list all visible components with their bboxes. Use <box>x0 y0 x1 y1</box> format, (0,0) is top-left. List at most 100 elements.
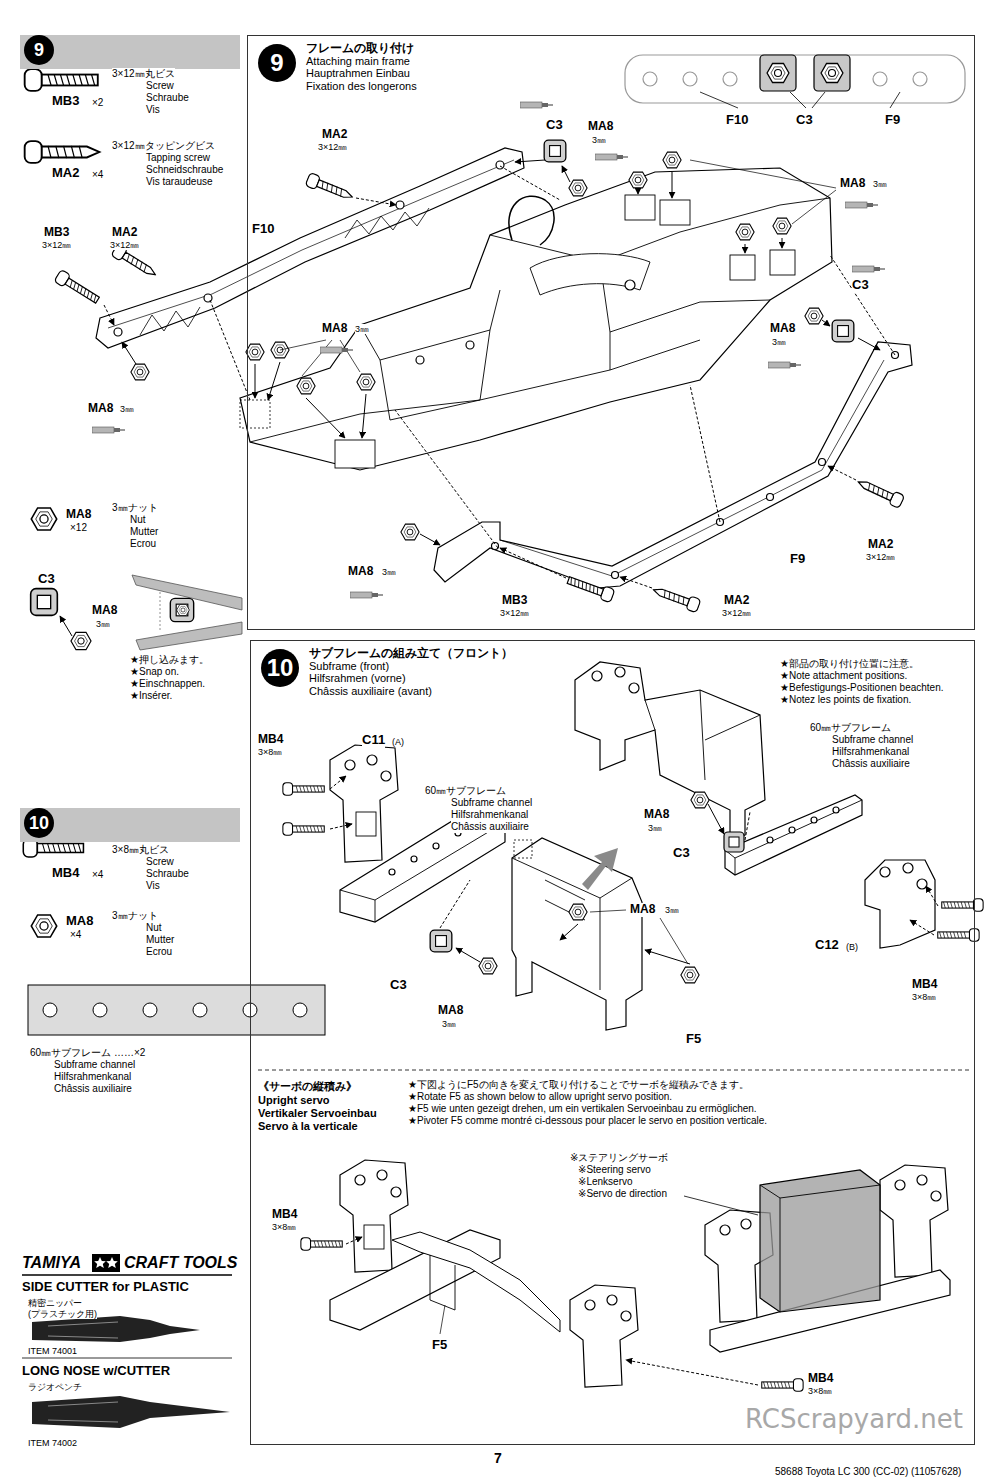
part-code: MB3 <box>44 226 69 240</box>
fastener-icons <box>828 466 856 480</box>
subframe-figure <box>931 1191 941 1201</box>
fastener-icons <box>762 1379 803 1391</box>
part-code: MB4 <box>808 1372 833 1386</box>
pliers-figure <box>160 592 161 632</box>
note-text: ITEM 74001 <box>28 1346 77 1356</box>
part-code: F5 <box>432 1338 447 1353</box>
note-text: Servo à la verticale <box>258 1120 358 1133</box>
subframe-figure <box>880 867 890 877</box>
thread-lock-icons <box>350 592 383 598</box>
part-code: MA8 <box>840 177 865 191</box>
fastener-icons <box>302 340 332 376</box>
fastener-icons <box>691 792 709 808</box>
subframe-figure <box>811 817 817 823</box>
fastener-icons <box>268 362 280 400</box>
dimension: 3㎜ <box>873 179 887 189</box>
main-frame-figure <box>821 64 843 83</box>
note-text: Vis <box>146 880 160 892</box>
fastener-icons <box>620 577 652 588</box>
dimension: 3×8㎜ <box>912 992 936 1002</box>
subframe-figure <box>789 827 795 833</box>
fastener-icons <box>122 342 136 364</box>
subframe-figure <box>607 1295 617 1305</box>
part-code: F10 <box>252 222 274 237</box>
note-text: Ecrou <box>146 946 172 958</box>
note-text: ※Servo de direction <box>578 1188 667 1200</box>
fastener-icons <box>782 238 783 248</box>
subframe-figure <box>592 671 602 681</box>
note-text: ★Befestigungs-Positionen beachten. <box>780 682 944 694</box>
part-code: MA8 <box>92 604 117 618</box>
note-text: Schraube <box>146 92 189 104</box>
quantity: ×4 <box>92 169 103 181</box>
fastener-icons <box>210 300 250 400</box>
subframe-figure <box>381 771 391 781</box>
step-title: Hauptrahmen Einbau <box>306 67 410 80</box>
note-text: Vis <box>146 104 160 116</box>
subframe-figure <box>741 1219 751 1229</box>
note-text: Châssis auxiliaire <box>832 758 910 770</box>
subframe-figure <box>367 755 377 765</box>
dimension: 3×12㎜ <box>500 608 529 618</box>
note-text: Tapping screw <box>146 152 210 164</box>
main-frame-figure <box>96 148 524 348</box>
fastener-icons <box>926 886 938 906</box>
logo-text: CRAFT TOOLS <box>124 1254 237 1272</box>
fastener-icons <box>938 929 979 941</box>
part-icons <box>293 1003 307 1017</box>
fastener-icons <box>660 918 688 964</box>
fastener-icons <box>724 832 744 852</box>
main-frame-figure <box>240 400 270 428</box>
page-footer: 7 <box>494 1450 502 1466</box>
step-number: 10 <box>24 808 54 838</box>
subframe-figure <box>340 1160 408 1272</box>
fastener-icons <box>792 190 836 224</box>
subframe-figure <box>760 1185 880 1312</box>
dimension: 3㎜ <box>120 404 134 414</box>
note-text: Subframe channel <box>54 1059 135 1071</box>
subframe-figure <box>392 1232 560 1332</box>
pliers-figure <box>177 604 190 615</box>
note-text: Mutter <box>130 526 158 538</box>
dimension: 3×12㎜ <box>318 142 347 152</box>
part-icons <box>25 69 100 650</box>
part-icons <box>31 915 56 937</box>
subframe-figure <box>570 1285 638 1387</box>
dimension: 3㎜ <box>442 1019 456 1029</box>
fastener-icons <box>745 812 750 840</box>
dimension: 3×8㎜ <box>272 1222 296 1232</box>
part-icons <box>71 632 91 649</box>
fastener-icons <box>708 804 724 834</box>
dimension: 3㎜ <box>592 135 606 145</box>
note-text: ※ステアリングサーボ <box>570 1152 668 1164</box>
subframe-figure <box>430 1255 455 1310</box>
page-footer: 58688 Toyota LC 300 (CC-02) (11057628) <box>775 1466 961 1478</box>
subframe-figure <box>514 840 532 858</box>
main-frame-figure <box>770 250 795 275</box>
note-text: Screw <box>146 80 174 92</box>
dimension: 3×8㎜ <box>808 1386 832 1396</box>
note-text: Châssis auxiliaire <box>451 821 529 833</box>
note-text: ラジオペンチ <box>28 1382 82 1392</box>
logo-text: TAMIYA <box>22 1254 81 1272</box>
note-text: (A) <box>392 737 404 747</box>
part-code: MA2 <box>868 538 893 552</box>
note-text: Vertikaler Servoeinbau <box>258 1107 377 1120</box>
part-code: C12 <box>815 938 839 953</box>
note-text: Châssis auxiliaire <box>54 1083 132 1095</box>
fastener-icons <box>420 534 440 545</box>
main-frame-figure <box>814 55 850 91</box>
fastener-icons <box>690 385 720 522</box>
main-frame-figure <box>723 72 737 86</box>
main-frame-figure <box>767 64 789 83</box>
fastener-icons <box>515 160 545 162</box>
subframe-figure <box>725 795 862 875</box>
note-text: 60㎜サブフレーム <box>425 785 506 797</box>
note-text: 3×12㎜タッピングビス <box>112 140 215 152</box>
subframe-figure <box>917 879 927 889</box>
fastener-icons <box>456 948 480 962</box>
subframe-figure <box>725 800 862 875</box>
main-frame-figure <box>683 72 697 86</box>
craft-tools-figure <box>32 1316 200 1342</box>
fastener-icons <box>440 1305 445 1334</box>
